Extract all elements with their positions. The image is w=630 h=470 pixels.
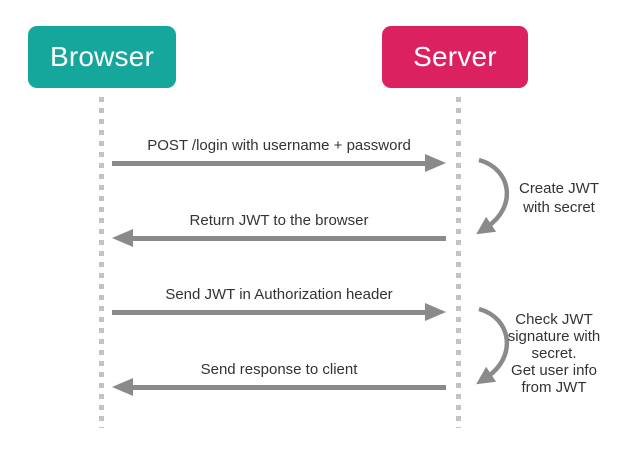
arrowhead-left-icon	[112, 378, 133, 396]
arrow-shaft	[133, 235, 446, 241]
server-action-label: Create JWT with secret	[518, 180, 599, 216]
arrowhead-left-icon	[112, 229, 133, 247]
server-action-label: Check JWT signature with secret. Get use…	[507, 311, 601, 396]
message-label: Return JWT to the browser	[189, 212, 369, 229]
message-arrow	[112, 303, 446, 321]
browser-lifeline	[99, 97, 104, 428]
actor-server-label: Server	[413, 41, 497, 72]
actor-browser-box: Browser	[28, 26, 176, 88]
message-label: Send response to client	[200, 361, 358, 378]
arrow-shaft	[112, 309, 425, 315]
arrow-shaft	[112, 160, 425, 166]
message-label: POST /login with username + password	[147, 137, 411, 154]
arrowhead-right-icon	[425, 154, 446, 172]
actor-server-box: Server	[382, 26, 528, 88]
actor-browser-label: Browser	[49, 41, 155, 72]
arrowhead-right-icon	[425, 303, 446, 321]
arrow-shaft	[133, 384, 446, 390]
message-arrow	[112, 378, 446, 396]
message-arrow	[112, 229, 446, 247]
message-label: Send JWT in Authorization header	[165, 286, 393, 303]
server-lifeline	[456, 97, 461, 428]
message-arrow	[112, 154, 446, 172]
